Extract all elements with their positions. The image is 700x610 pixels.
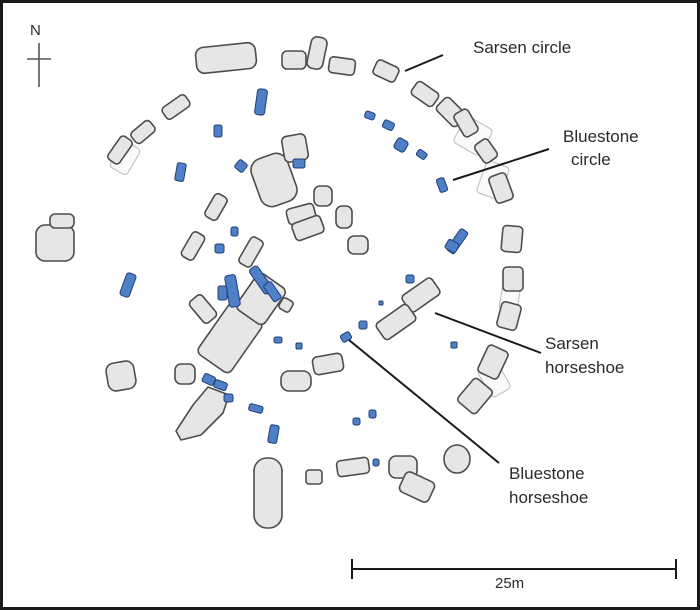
- ghost-outlines: [109, 116, 522, 398]
- label-sarsen-horseshoe-line2: horseshoe: [545, 358, 625, 377]
- label-sarsen-circle: Sarsen circle: [473, 38, 572, 57]
- sarsen-stone: [238, 236, 264, 268]
- sarsen-stone: [347, 235, 369, 255]
- bluestone: [358, 320, 368, 330]
- sarsen-stone: [335, 205, 353, 229]
- sarsen-stone: [327, 55, 357, 77]
- sarsen-stone: [410, 80, 440, 108]
- scale-bar: [351, 559, 677, 579]
- leader-line-sarsen-horseshoe: [434, 312, 542, 354]
- sarsen-stone: [311, 352, 345, 376]
- bluestone: [230, 226, 239, 237]
- bluestone: [214, 243, 225, 254]
- sarsen-stone: [335, 456, 371, 478]
- scale-bar-label: 25m: [495, 575, 525, 592]
- sarsen-stone: [291, 214, 325, 242]
- sarsen-stone: [175, 386, 230, 441]
- bluestone: [217, 285, 228, 301]
- leader-line-bluestone-horseshoe: [348, 339, 500, 464]
- sarsen-stone: [107, 135, 133, 165]
- bluestone: [393, 137, 409, 153]
- sarsen-stone: [477, 344, 509, 380]
- sarsen-stone: [496, 300, 522, 332]
- sarsen-stone: [253, 457, 283, 529]
- bluestone: [339, 331, 353, 343]
- sarsen-stone: [49, 213, 75, 229]
- sarsen-stone: [453, 108, 479, 138]
- bluestone: [444, 238, 460, 254]
- leader-line-sarsen-circle: [404, 54, 444, 72]
- bluestone: [381, 119, 395, 132]
- site-plan: [27, 36, 677, 579]
- label-bluestone-circle-line1: Bluestone: [563, 127, 639, 146]
- bluestone: [174, 162, 187, 182]
- bluestone: [378, 300, 384, 306]
- sarsen-stone: [161, 94, 191, 120]
- sarsen-stone: [188, 293, 218, 325]
- bluestone: [213, 379, 228, 392]
- sarsen-stone: [278, 297, 294, 313]
- north-arrow: [27, 43, 51, 87]
- sarsen-stone: [488, 172, 514, 204]
- sarsen-stone: [105, 360, 137, 392]
- sarsen-stone: [130, 119, 156, 145]
- sarsen-stone: [500, 224, 524, 254]
- north-label: N: [30, 22, 41, 39]
- bluestone: [415, 148, 428, 160]
- bluestone: [292, 158, 306, 169]
- bluestone: [119, 272, 137, 298]
- label-bluestone-horseshoe-line1: Bluestone: [509, 464, 585, 483]
- sarsen-stone: [375, 303, 417, 341]
- sarsen-stone: [194, 41, 258, 75]
- sarsen-stone: [180, 231, 206, 261]
- bluestone: [267, 424, 280, 444]
- sarsen-stone: [281, 50, 307, 70]
- sarsen-stone: [305, 469, 323, 485]
- sarsen-stone: [502, 266, 524, 292]
- sarsen-stone: [398, 471, 436, 503]
- bluestone: [372, 458, 380, 467]
- bluestone: [405, 274, 415, 284]
- bluestone: [352, 417, 361, 426]
- bluestone: [450, 341, 458, 349]
- bluestones: [119, 88, 469, 467]
- label-bluestone-circle-line2: circle: [571, 150, 611, 169]
- sarsen-stone: [457, 377, 493, 415]
- bluestone: [263, 281, 282, 303]
- sarsen-stone: [250, 152, 298, 208]
- bluestone: [435, 177, 449, 193]
- label-bluestone-horseshoe-line2: horseshoe: [509, 488, 589, 507]
- sarsen-stone: [306, 36, 328, 70]
- bluestone: [213, 124, 223, 138]
- bluestone: [273, 336, 283, 344]
- leader-lines: [348, 54, 550, 464]
- bluestone: [248, 403, 264, 414]
- bluestone: [254, 88, 268, 116]
- sarsen-stone: [204, 192, 228, 222]
- bluestone: [223, 393, 234, 403]
- sarsen-stone: [372, 59, 400, 83]
- bluestone: [234, 159, 248, 173]
- bluestone: [363, 110, 376, 121]
- leader-line-bluestone-circle: [452, 148, 550, 181]
- sarsen-stone: [280, 370, 312, 392]
- bluestone: [368, 409, 377, 419]
- bluestone: [295, 342, 303, 350]
- sarsen-stone: [174, 363, 196, 385]
- sarsen-stone: [473, 138, 499, 164]
- sarsen-stone: [443, 444, 471, 474]
- sarsen-stone: [280, 133, 310, 163]
- label-sarsen-horseshoe-line1: Sarsen: [545, 334, 599, 353]
- sarsen-stones: [35, 36, 524, 529]
- sarsen-stone: [35, 224, 75, 262]
- sarsen-stone: [313, 185, 333, 207]
